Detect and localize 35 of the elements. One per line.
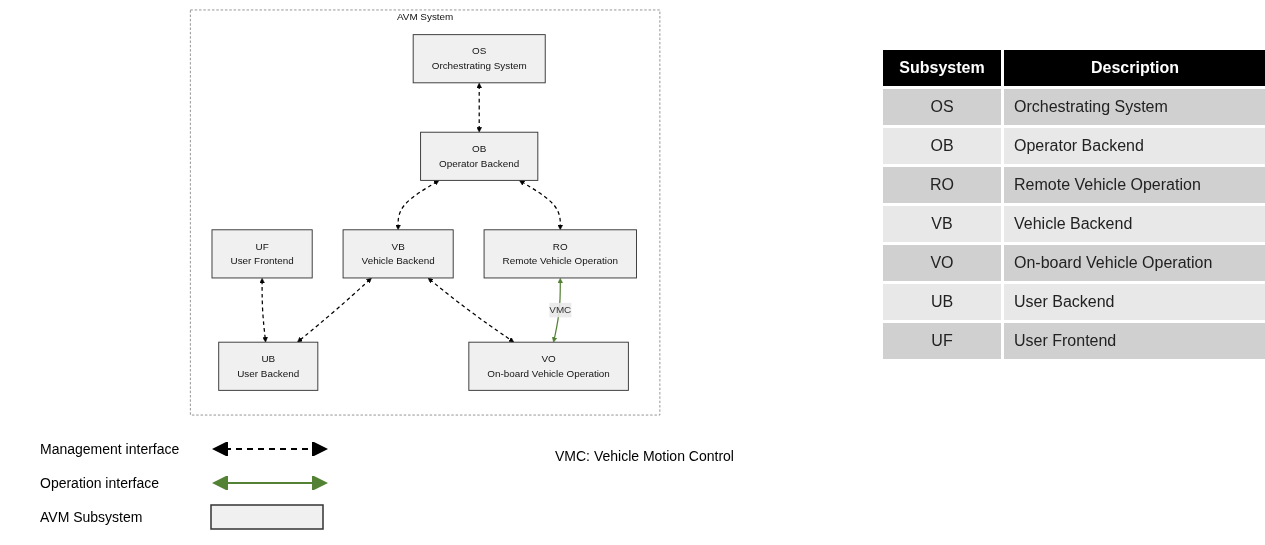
node-box: OB Operator Backend [420, 131, 539, 181]
node-box: VO On-board Vehicle Operation [468, 341, 629, 391]
table-cell: User Frontend [1004, 323, 1265, 359]
table-cell: UB [883, 284, 1001, 320]
table-cell: RO [883, 167, 1001, 203]
arrow [519, 180, 563, 231]
node-box: OS Orchestrating System [412, 34, 546, 84]
arrow [297, 277, 372, 343]
legend-label: Management interface [40, 441, 181, 457]
legend-label: Operation interface [40, 475, 161, 491]
header-cell: Subsystem [883, 50, 1001, 86]
table-cell: OS [883, 89, 1001, 125]
table-cell: User Backend [1004, 284, 1265, 320]
node-box: RO Remote Vehicle Operation [483, 229, 637, 279]
legend-label: AVM Subsystem [40, 509, 144, 525]
edge-label: VMC [549, 304, 572, 316]
table-cell: UF [883, 323, 1001, 359]
table-cell: OB [883, 128, 1001, 164]
table-cell: Remote Vehicle Operation [1004, 167, 1265, 203]
header-cell: Description [1004, 50, 1265, 86]
node-box: UF User Frontend [211, 229, 313, 279]
table-cell: VB [883, 206, 1001, 242]
arrow [427, 277, 514, 343]
node-box: UB User Backend [218, 341, 319, 391]
arrow [395, 180, 440, 231]
arrow [476, 82, 482, 133]
note: VMC: Vehicle Motion Control [555, 448, 734, 464]
arrow [551, 277, 563, 343]
arrow [259, 277, 268, 343]
table-cell: VO [883, 245, 1001, 281]
node-box: VB Vehicle Backend [342, 229, 454, 279]
table-cell: On-board Vehicle Operation [1004, 245, 1265, 281]
table-cell: Operator Backend [1004, 128, 1265, 164]
table-cell: Orchestrating System [1004, 89, 1265, 125]
table-cell: Vehicle Backend [1004, 206, 1265, 242]
